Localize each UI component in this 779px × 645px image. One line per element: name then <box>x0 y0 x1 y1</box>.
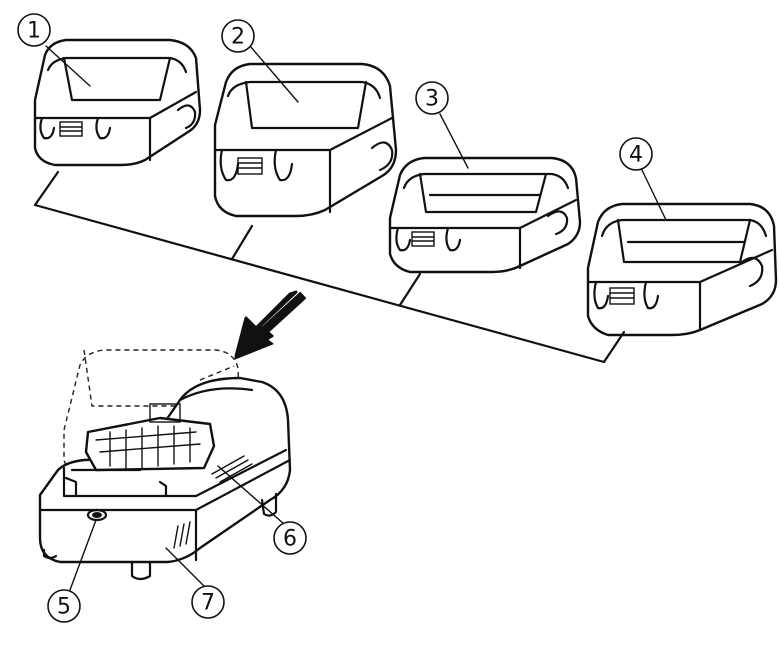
leader-6 <box>217 465 285 525</box>
callout-2-label: 2 <box>231 25 245 50</box>
battery-pack-4 <box>586 202 778 337</box>
callout-5-label: 5 <box>57 595 71 620</box>
callout-5: 5 <box>47 589 81 623</box>
battery-pack-1 <box>33 38 202 167</box>
callout-7: 7 <box>191 585 225 619</box>
leader-1 <box>45 45 91 87</box>
insert-arrow <box>234 290 307 360</box>
callout-4-label: 4 <box>629 143 643 168</box>
leader-4 <box>641 169 667 221</box>
callout-7-label: 7 <box>201 591 215 616</box>
leader-3 <box>439 113 469 169</box>
callout-1: 1 <box>17 13 51 47</box>
battery-pack-2 <box>213 62 398 218</box>
leader-5 <box>69 519 97 591</box>
callout-6-label: 6 <box>283 527 297 552</box>
callout-2: 2 <box>221 19 255 53</box>
battery-charger <box>38 349 292 581</box>
battery-pack-3 <box>388 156 582 274</box>
callout-3-label: 3 <box>425 87 439 112</box>
callout-4: 4 <box>619 137 653 171</box>
leader-7 <box>165 547 205 587</box>
callout-1-label: 1 <box>27 19 41 44</box>
leader-lines <box>45 45 667 591</box>
leader-2 <box>249 45 299 103</box>
grouping-bracket <box>33 170 626 364</box>
callout-6: 6 <box>273 521 307 555</box>
callout-3: 3 <box>415 81 449 115</box>
